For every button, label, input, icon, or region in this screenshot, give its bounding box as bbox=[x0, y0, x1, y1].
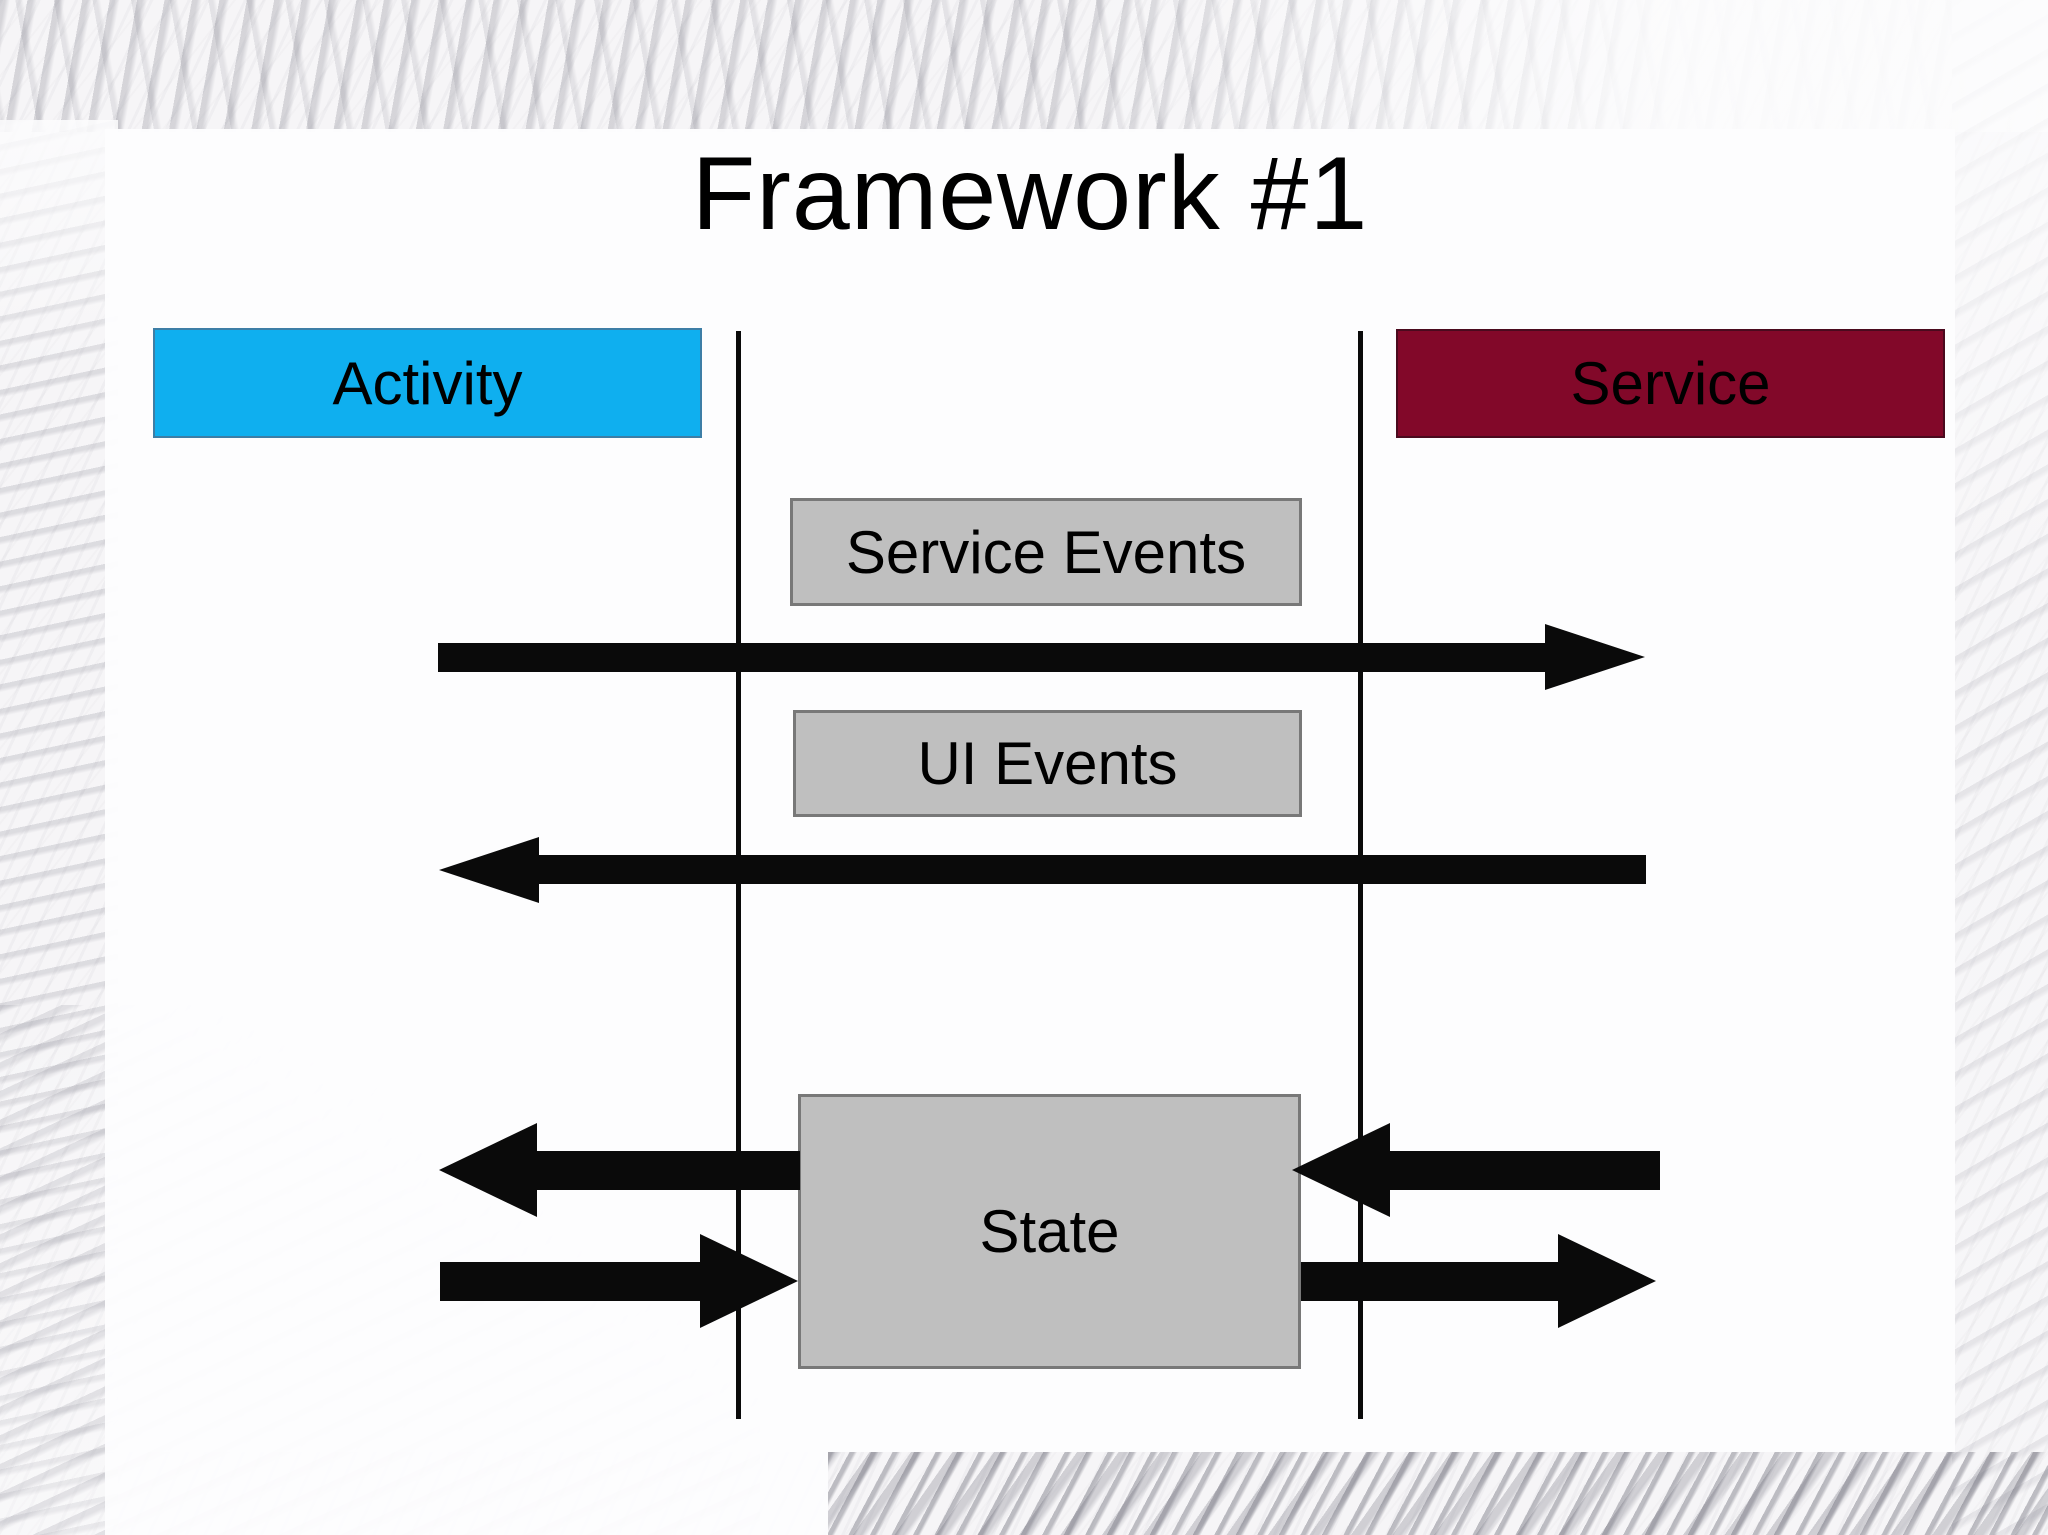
activity-to-state-arrow-head bbox=[700, 1234, 798, 1328]
service-events-arrow-shaft bbox=[438, 643, 1545, 672]
ui-events-box: UI Events bbox=[793, 710, 1302, 817]
service-label: Service bbox=[1570, 350, 1771, 417]
ui-events-arrow-head bbox=[439, 837, 539, 903]
service-events-box: Service Events bbox=[790, 498, 1302, 606]
ui-events-label: UI Events bbox=[917, 730, 1178, 797]
state-to-activity-arrow-head bbox=[439, 1123, 537, 1217]
activity-to-state-arrow-shaft bbox=[440, 1262, 702, 1301]
activity-box: Activity bbox=[153, 328, 702, 438]
state-to-activity-arrow-shaft bbox=[535, 1151, 800, 1190]
service-events-arrow-head bbox=[1545, 624, 1645, 690]
state-box: State bbox=[798, 1094, 1301, 1369]
state-to-service-arrow-head bbox=[1558, 1234, 1656, 1328]
state-to-service-arrow-shaft bbox=[1301, 1262, 1560, 1301]
service-box: Service bbox=[1396, 329, 1945, 438]
service-to-state-arrow-shaft bbox=[1388, 1151, 1660, 1190]
service-to-state-arrow-head bbox=[1292, 1123, 1390, 1217]
ui-events-arrow-shaft bbox=[538, 855, 1646, 884]
state-label: State bbox=[979, 1198, 1120, 1265]
service-events-label: Service Events bbox=[845, 518, 1247, 586]
activity-label: Activity bbox=[332, 349, 523, 417]
slide-title: Framework #1 bbox=[691, 136, 1369, 252]
